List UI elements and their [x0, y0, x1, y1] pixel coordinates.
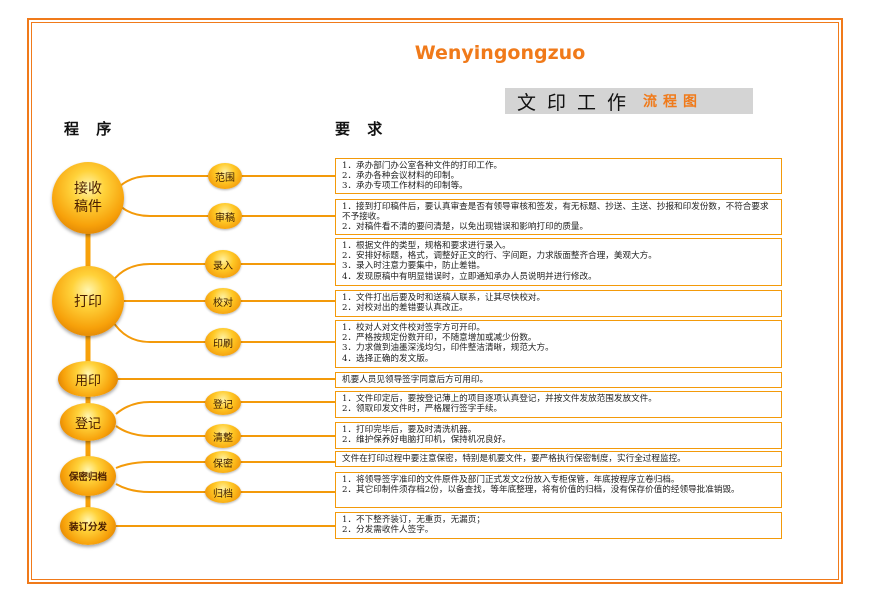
req-input-line: 4．发现原稿中有明显错误时，立即通知承办人员说明并进行修改。	[342, 271, 597, 282]
stage-print: 打印	[52, 266, 124, 336]
step-scope: 范围	[208, 163, 242, 189]
stage-print-label: 打印	[74, 294, 102, 310]
req-clean-line: 2．维护保养好电脑打印机，保持机况良好。	[342, 435, 511, 446]
connector-input	[111, 263, 208, 283]
req-review-line: 2．对稿件看不清的要问清楚，以免出现错误和影响打印的质量。	[342, 222, 589, 233]
req-input: 1．根据文件的类型，规格和要求进行录入。 2．安排好标题，格式，调整好正文的行、…	[335, 238, 782, 286]
req-printing: 1．校对人对文件校对签字方可开印。 2．严格按规定份数开印，不随意增加或减少份数…	[335, 320, 782, 368]
req-printing-line: 2．严格按规定份数开印，不随意增加或减少份数。	[342, 333, 537, 344]
stage-distribute-label: 装订分发	[68, 522, 107, 533]
stage-register: 登记	[60, 403, 116, 441]
step-clean: 清整	[205, 424, 241, 448]
req-review: 1．接到打印稿件后，要认真审查是否有领导审核和签发，有无标题、抄送、主送、抄报和…	[335, 199, 782, 235]
step-input: 录入	[205, 250, 241, 278]
header-procedure: 程 序	[64, 120, 118, 138]
req-proof-line: 1．文件打出后要及时和送稿人联系，让其尽快校对。	[342, 293, 546, 303]
req-distribute-line: 1．不下整齐装订，无重页，无漏页；	[342, 515, 485, 525]
step-archive: 归档	[205, 481, 241, 503]
step-secrecy-label: 保密	[213, 458, 233, 470]
req-register-line: 2．领取印发文件时，严格履行签字手续。	[342, 404, 503, 415]
step-input-label: 录入	[213, 260, 233, 272]
req-archive-line: 2．其它印制件须存档2份，以备查找，等年底整理，将有价值的归档，没有保存价值的经…	[342, 485, 740, 496]
stage-archive-label: 保密归档	[68, 472, 107, 483]
req-clean-line: 1．打印完毕后，要及时清洗机器。	[342, 425, 477, 435]
req-input-line: 2．安排好标题，格式，调整好正文的行、字间距，力求版面整齐合理，美观大方。	[342, 251, 657, 262]
stage-distribute: 装订分发	[60, 507, 116, 545]
connector-scope	[117, 175, 208, 189]
step-proof-label: 校对	[213, 297, 233, 309]
connector-archive	[115, 483, 208, 493]
outer-frame	[27, 18, 843, 584]
step-secrecy: 保密	[205, 451, 241, 473]
req-scope-line: 3．承办专项工作材料的印制等。	[342, 181, 468, 192]
step-printing-label: 印刷	[213, 338, 233, 350]
title-main: 文印工作	[517, 91, 638, 114]
req-scope: 1．承办部门办公室各种文件的打印工作。 2．承办各种会议材料的印制。 3．承办专…	[335, 158, 782, 194]
req-scope-line: 2．承办各种会议材料的印制。	[342, 171, 460, 182]
header-requirements: 要 求	[335, 120, 389, 138]
step-register-label: 登记	[213, 399, 233, 411]
req-distribute: 1．不下整齐装订，无重页，无漏页； 2．分发需收件人签字。	[335, 512, 782, 539]
req-printing-line: 3．力求做到油墨深浅均匀，印件整洁清晰，规范大方。	[342, 343, 554, 354]
inner-frame	[31, 22, 839, 580]
step-review-label: 审稿	[215, 212, 235, 224]
connector-register	[115, 401, 208, 415]
stage-seal: 用印	[58, 361, 118, 397]
title-sub: 流程图	[643, 94, 704, 110]
req-secrecy-line: 文件在打印过程中要注意保密，特别是机要文件，要严格执行保密制度，实行全过程监控。	[342, 454, 686, 464]
req-archive-line: 1．将领导签字准印的文件原件及部门正式发文2份放入专柜保管，年底按程序立卷归档。	[342, 475, 680, 485]
req-archive: 1．将领导签字准印的文件原件及部门正式发文2份放入专柜保管，年底按程序立卷归档。…	[335, 472, 782, 508]
req-review-line: 1．接到打印稿件后，要认真审查是否有领导审核和签发，有无标题、抄送、主送、抄报和…	[342, 202, 769, 223]
step-scope-label: 范围	[215, 172, 235, 184]
req-input-line: 1．根据文件的类型，规格和要求进行录入。	[342, 241, 511, 251]
req-clean: 1．打印完毕后，要及时清洗机器。 2．维护保养好电脑打印机，保持机况良好。	[335, 422, 782, 449]
step-archive-label: 归档	[213, 488, 233, 500]
req-seal-line: 机要人员见领导签字同意后方可用印。	[342, 375, 489, 385]
req-register: 1．文件印定后，要按登记薄上的项目逐项认真登记，并按文件发放范围发放文件。 2．…	[335, 391, 782, 418]
brand-title: Wenyingongzuo	[414, 42, 586, 64]
req-secrecy: 文件在打印过程中要注意保密，特别是机要文件，要严格执行保密制度，实行全过程监控。	[335, 451, 782, 467]
step-register: 登记	[205, 391, 241, 415]
connector-clean	[115, 425, 208, 437]
stage-receive: 接收 稿件	[52, 162, 124, 234]
step-printing: 印刷	[205, 328, 241, 356]
flowchart-title: 文印工作 流程图	[505, 88, 753, 114]
stage-archive: 保密归档	[60, 456, 116, 496]
step-proof: 校对	[205, 288, 241, 314]
req-printing-line: 1．校对人对文件校对签字方可开印。	[342, 323, 485, 333]
req-seal: 机要人员见领导签字同意后方可用印。	[335, 372, 782, 388]
req-register-line: 1．文件印定后，要按登记薄上的项目逐项认真登记，并按文件发放范围发放文件。	[342, 394, 657, 404]
req-scope-line: 1．承办部门办公室各种文件的打印工作。	[342, 161, 503, 171]
step-review: 审稿	[208, 203, 242, 229]
stage-seal-label: 用印	[74, 373, 101, 389]
connector-printing	[111, 319, 208, 343]
stage-receive-label: 接收 稿件	[74, 181, 102, 215]
connector-secrecy	[115, 461, 208, 469]
req-proof: 1．文件打出后要及时和送稿人联系，让其尽快校对。 2．对校对出的差错要认真改正。	[335, 290, 782, 317]
req-distribute-line: 2．分发需收件人签字。	[342, 525, 434, 536]
req-printing-line: 4．选择正确的发文版。	[342, 353, 434, 364]
step-clean-label: 清整	[213, 432, 233, 444]
req-input-line: 3．录入时注意力要集中，防止差错。	[342, 261, 485, 272]
req-proof-line: 2．对校对出的差错要认真改正。	[342, 303, 468, 314]
connector-review	[117, 203, 208, 217]
stage-register-label: 登记	[74, 416, 101, 432]
